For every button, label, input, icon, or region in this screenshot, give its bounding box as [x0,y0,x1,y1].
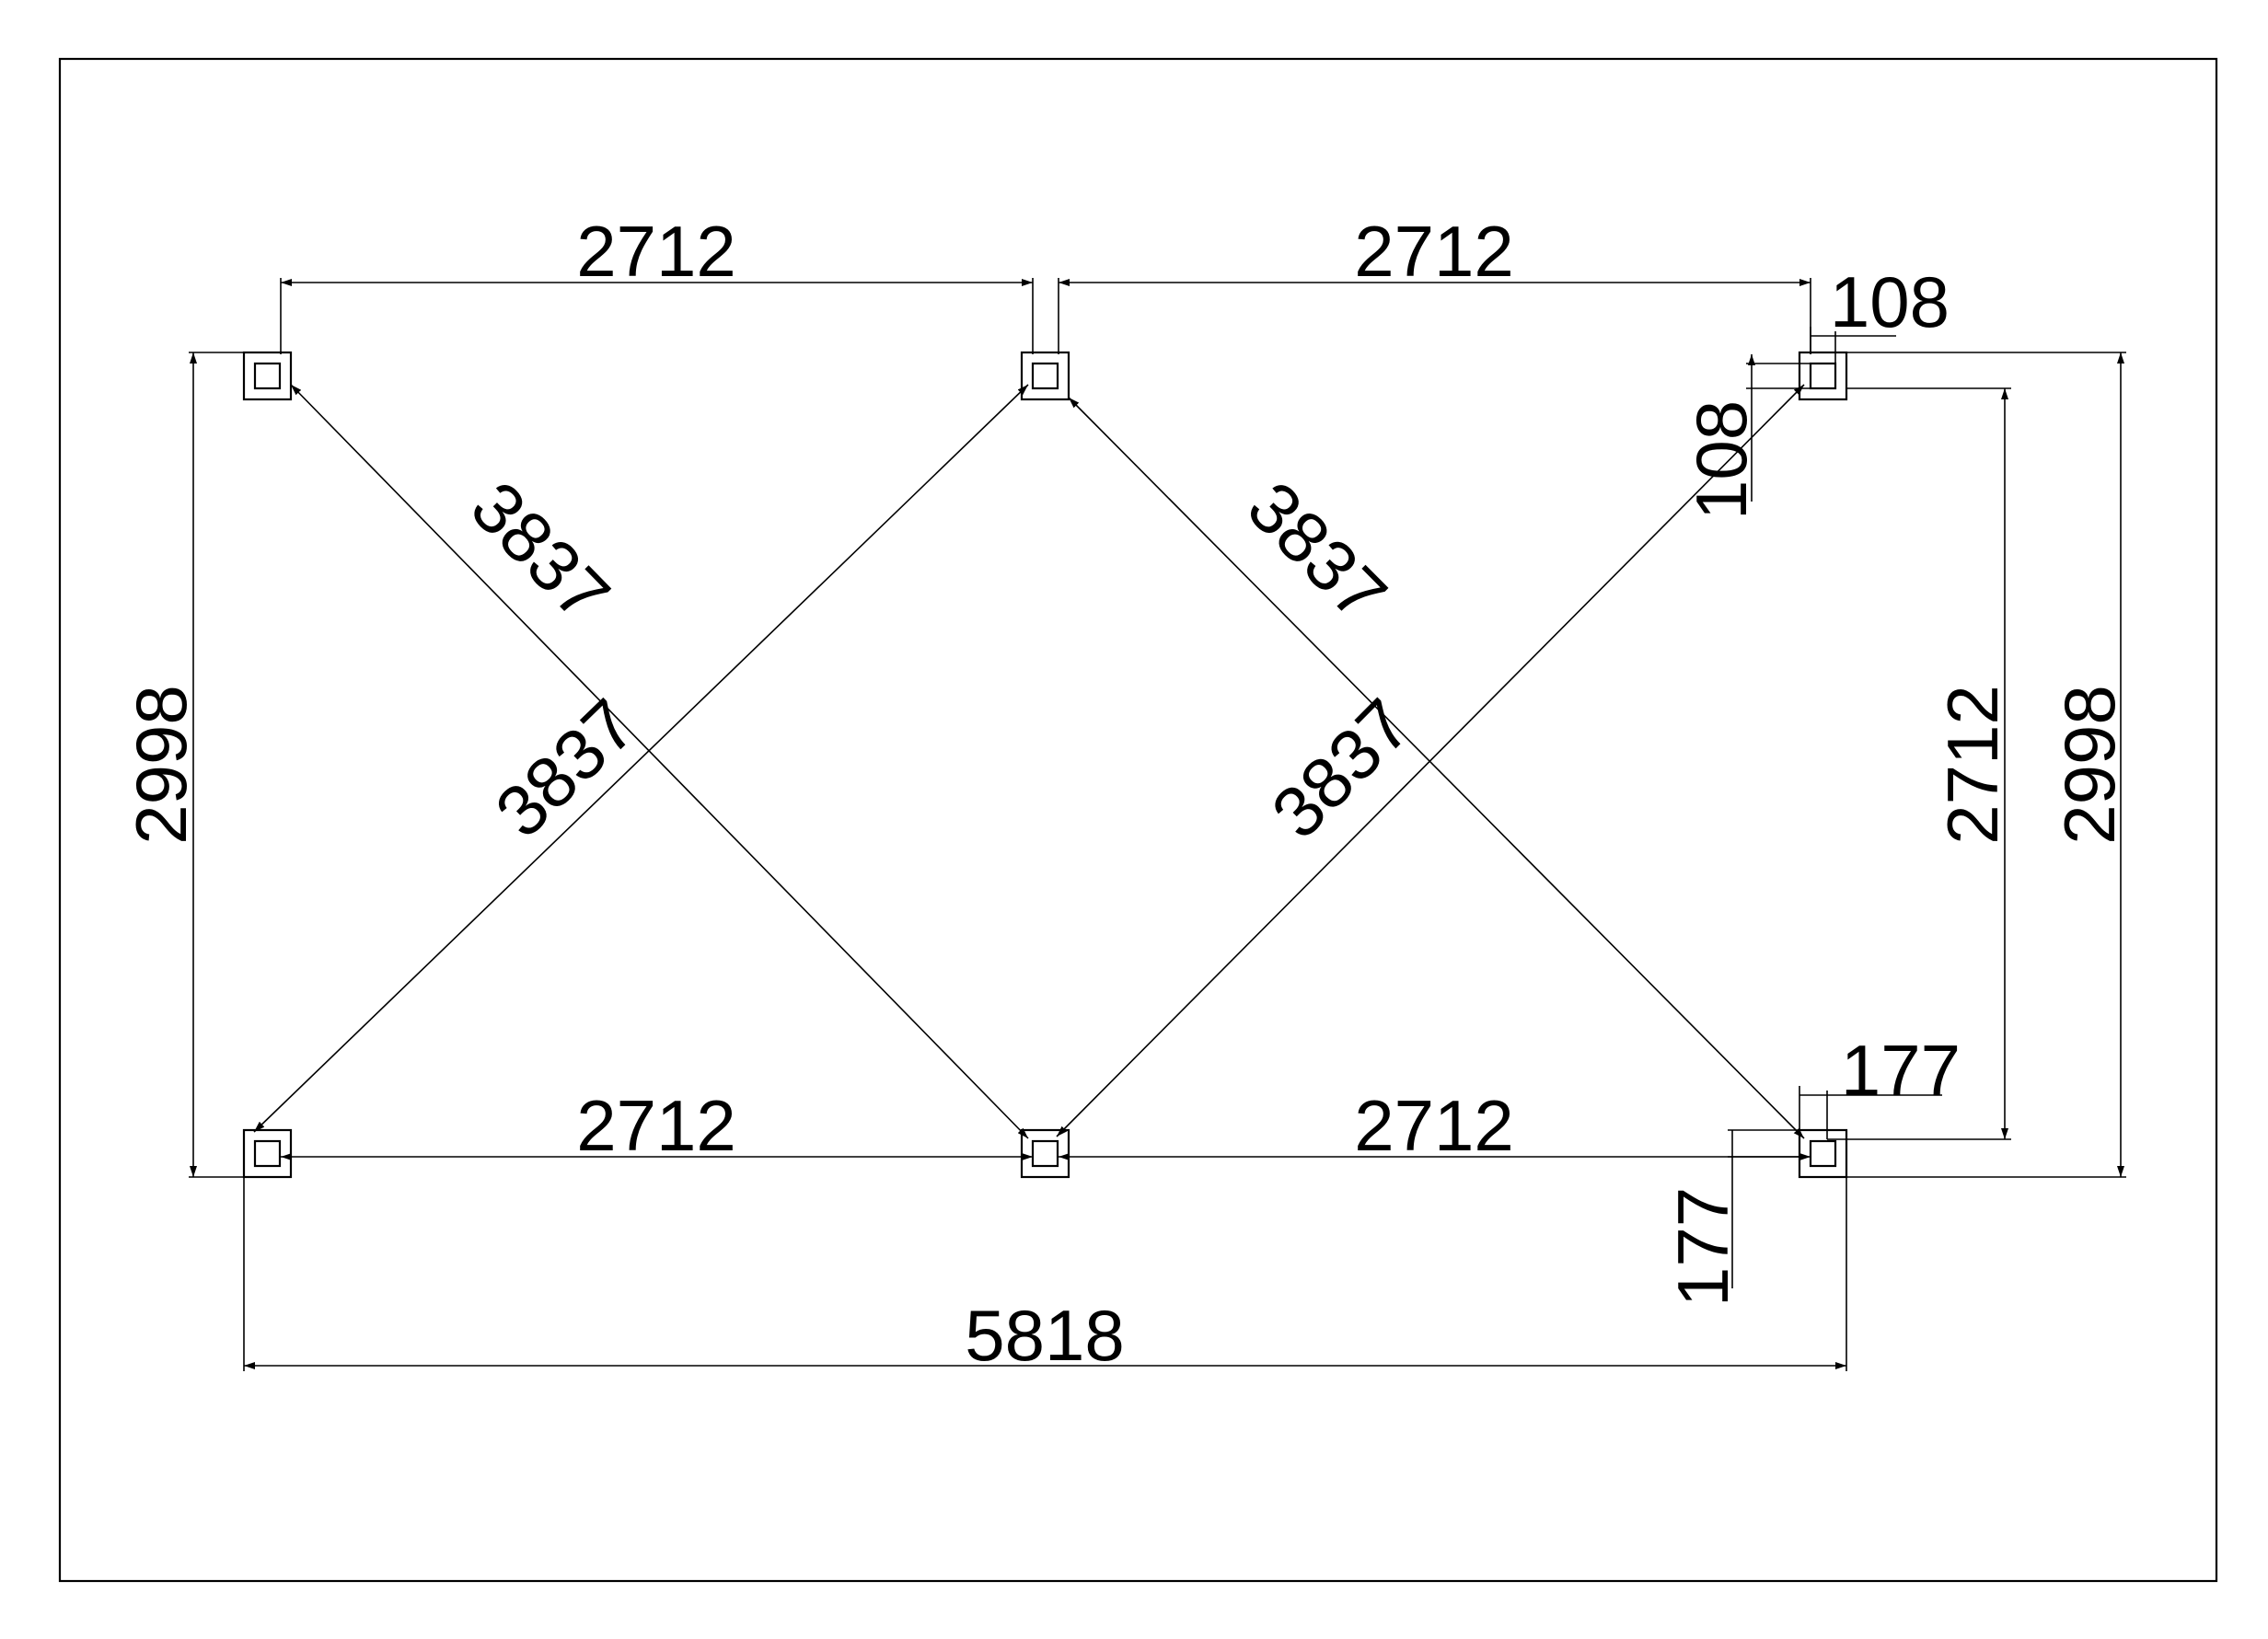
post-top-middle-inner [1031,362,1059,390]
label-diag-left-up: 3837 [480,684,651,853]
left-height-dimension [189,352,244,1178]
label-right-outer-height: 2998 [2049,685,2130,845]
label-diag-right-up: 3837 [1256,683,1426,853]
post-bottom-middle-inner [1031,1139,1059,1168]
diag-line-right-up [1056,384,1805,1137]
label-top-left-span: 2712 [576,211,736,292]
label-top-offset-v: 108 [1681,400,1762,520]
label-right-inner-height: 2712 [1932,685,2013,845]
diag-line-left-up [253,384,1029,1133]
label-overall-length: 5818 [965,1295,1125,1376]
label-bottom-offset-v: 177 [1662,1187,1743,1307]
right-height-dimensions [1827,352,2126,1178]
post-top-left-inner [253,362,282,390]
label-top-right-span: 2712 [1354,211,1514,292]
post-top-right-inner [1809,362,1837,390]
posts [242,351,1848,1179]
overall-dimension [243,1178,1847,1371]
post-bottom-left-inner [253,1139,282,1168]
bottom-post-offset-dimensions [1728,1086,1942,1288]
label-bottom-offset-h: 177 [1841,1030,1961,1111]
top-post-offset-dimensions [1746,327,1896,502]
drawing-frame [58,57,2218,1583]
diagonal-cables [253,384,1805,1139]
dimension-labels: 2712 2712 2712 2712 5818 2998 2712 2998 … [121,211,2130,1376]
top-dimensions [280,278,1811,354]
post-bottom-right-inner [1809,1139,1837,1168]
label-top-offset-h: 108 [1830,261,1950,342]
label-left-height: 2998 [121,685,202,845]
label-diag-right-down: 3837 [1232,466,1403,636]
diag-line-left-down [290,384,1029,1139]
label-diag-left-down: 3837 [456,466,625,637]
label-bottom-left-span: 2712 [576,1085,736,1166]
label-bottom-right-span: 2712 [1354,1085,1514,1166]
